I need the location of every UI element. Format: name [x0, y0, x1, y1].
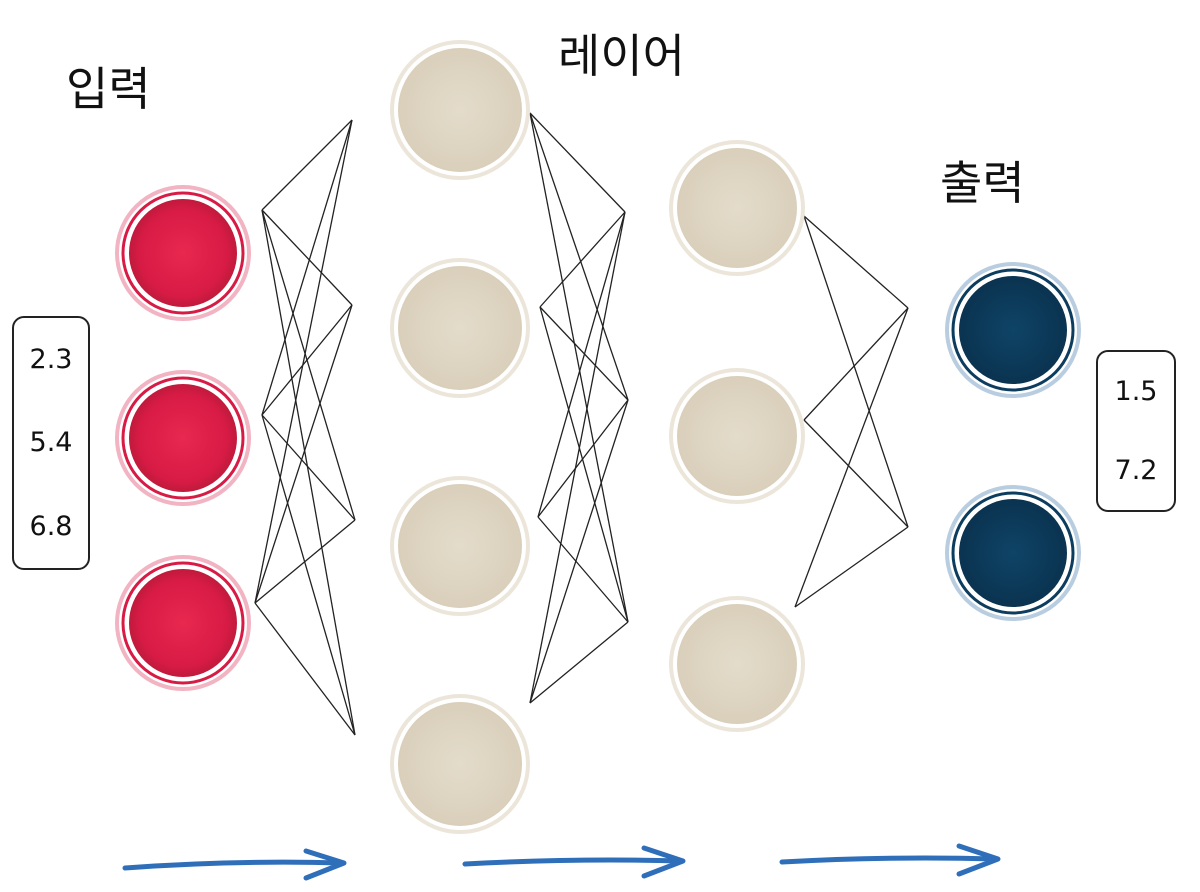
- input-value: 6.8: [29, 510, 73, 542]
- connection-line: [254, 519, 356, 604]
- connection-line: [254, 304, 353, 604]
- connection-line: [539, 211, 626, 308]
- flow-arrow-icon: [779, 843, 1001, 877]
- flow-arrow-icon: [122, 848, 347, 881]
- hidden-node: [669, 596, 805, 732]
- connections-input-to-layer1: [254, 119, 356, 736]
- connection-line: [529, 211, 626, 704]
- output-node: [945, 262, 1081, 398]
- connection-line: [261, 119, 353, 211]
- connection-line: [529, 399, 629, 704]
- connection-line: [537, 516, 629, 623]
- output-node: [945, 485, 1081, 621]
- connection-line: [803, 307, 909, 421]
- hidden-node: [390, 476, 530, 616]
- connections-layer2-to-output: [794, 215, 909, 608]
- connection-line: [803, 419, 909, 528]
- output-values-box: 1.5 7.2: [1096, 350, 1176, 512]
- output-value: 1.5: [1114, 376, 1158, 407]
- connection-line: [794, 526, 909, 608]
- connection-line: [261, 414, 356, 736]
- connection-line: [529, 112, 629, 401]
- connection-line: [539, 306, 629, 623]
- hidden-node: [669, 368, 805, 504]
- input-value: 2.3: [29, 344, 73, 376]
- input-node: [115, 555, 251, 691]
- hidden-node: [390, 258, 530, 398]
- connection-line: [254, 602, 356, 736]
- input-node: [115, 185, 251, 321]
- connection-line: [529, 112, 629, 623]
- connection-line: [529, 621, 629, 704]
- connections-layer1-to-layer2: [529, 112, 629, 704]
- hidden-node: [669, 140, 805, 276]
- connection-line: [261, 209, 356, 521]
- input-values-box: 2.3 5.4 6.8: [12, 316, 90, 570]
- connection-line: [537, 399, 629, 518]
- hidden-node: [390, 40, 530, 180]
- connection-line: [537, 211, 626, 518]
- connection-line: [261, 304, 353, 416]
- connection-line: [803, 215, 909, 309]
- connection-line: [794, 307, 909, 608]
- connection-line: [254, 119, 353, 604]
- connection-line: [803, 215, 909, 528]
- connection-line: [261, 209, 356, 736]
- connection-line: [261, 119, 353, 416]
- input-layer-label: 입력: [66, 62, 151, 116]
- connection-line: [261, 414, 356, 521]
- connection-line: [529, 112, 626, 213]
- input-value: 5.4: [29, 427, 73, 459]
- output-layer-label: 출력: [940, 156, 1025, 210]
- input-node: [115, 370, 251, 506]
- connection-line: [261, 209, 353, 306]
- hidden-layer-label: 레이어: [558, 29, 685, 83]
- output-value: 7.2: [1114, 455, 1158, 486]
- flow-arrow-icon: [462, 845, 686, 879]
- hidden-node: [390, 694, 530, 834]
